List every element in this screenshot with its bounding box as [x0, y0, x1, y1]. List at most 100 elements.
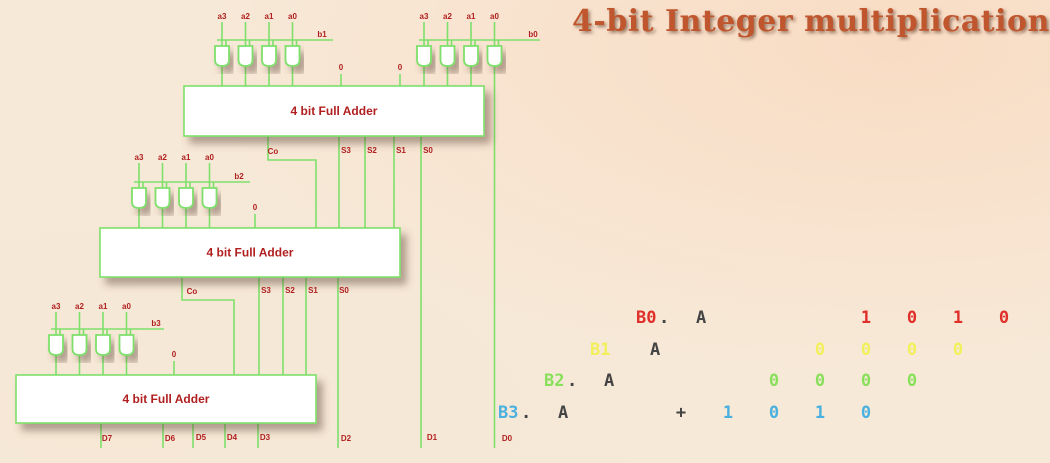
and-gate-b1-3 — [284, 45, 301, 67]
input-label-a3-b2: a3 — [135, 153, 144, 162]
adder-2-label: 4 bit Full Adder — [207, 246, 294, 260]
bit-3: 0 — [998, 308, 1010, 328]
row-separator: . — [567, 371, 578, 391]
input-label-b0: b0 — [528, 30, 538, 39]
and-gate-b2-3 — [201, 187, 218, 209]
and-gate-b1-0 — [214, 45, 230, 67]
row-operand: A — [650, 340, 661, 360]
input-label-a1-b1: a1 — [265, 12, 274, 21]
bit-0: 1 — [860, 308, 872, 328]
and-gate-b3-1 — [71, 334, 88, 356]
row-operand: A — [696, 308, 707, 328]
adder-1-sum-label-S0: S0 — [423, 146, 433, 155]
and-gate-b0-2 — [463, 45, 479, 67]
adder-1-sum-label-S3: S3 — [341, 146, 351, 155]
adder-2-sum-label-S1: S1 — [308, 286, 318, 295]
adder-1 — [183, 85, 485, 137]
and-gate-b3-0 — [48, 334, 64, 356]
wires-layer — [51, 22, 540, 448]
and-gates-layer — [48, 45, 503, 356]
bit-0: 0 — [814, 340, 826, 360]
and-gate-b3-2 — [95, 334, 111, 356]
carry-wire — [267, 136, 317, 228]
page-title: 4-bit Integer multiplication — [572, 4, 1050, 39]
row-separator: . — [659, 308, 670, 328]
input-label-a1-b2: a1 — [182, 153, 191, 162]
input-label-a0-b3: a0 — [122, 302, 131, 311]
adder-2-sum-label-S2: S2 — [285, 286, 295, 295]
row-prefix: B1 — [590, 340, 611, 360]
input-label-a1-b0: a1 — [467, 12, 476, 21]
input-label-b3: b3 — [151, 319, 161, 328]
carry-wire — [181, 277, 235, 375]
adder-2-carry-label: Co — [187, 287, 198, 296]
bit-0: 0 — [768, 371, 780, 391]
plus-sign: + — [675, 403, 687, 423]
row-separator: . — [521, 403, 532, 423]
adder-1-sum-label-S2: S2 — [367, 146, 377, 155]
row-operand: A — [604, 371, 615, 391]
input-label-a1-b3: a1 — [99, 302, 108, 311]
bit-3: 0 — [906, 371, 918, 391]
row-operand: A — [558, 403, 569, 423]
input-label-a2-b3: a2 — [75, 302, 84, 311]
row-prefix: B0 — [636, 308, 657, 328]
adder-2-sum-label-S3: S3 — [261, 286, 271, 295]
bit-1: 0 — [768, 403, 780, 423]
input-label-a3-b1: a3 — [218, 12, 227, 21]
and-gate-b2-0 — [131, 187, 147, 209]
input-label-a2-b2: a2 — [158, 153, 167, 162]
zero-input-3: 0 — [253, 203, 258, 212]
and-gate-b1-1 — [237, 45, 254, 67]
output-label-D5: D5 — [196, 433, 207, 442]
output-label-D2: D2 — [341, 434, 352, 443]
output-label-D6: D6 — [165, 434, 176, 443]
input-label-b2: b2 — [234, 172, 244, 181]
adder-1-sum-label-S1: S1 — [396, 146, 406, 155]
input-label-a0-b2: a0 — [205, 153, 214, 162]
adder-3 — [15, 374, 317, 424]
zero-input-4: 0 — [172, 350, 177, 359]
and-gate-b1-2 — [261, 45, 277, 67]
row-prefix: B3 — [498, 403, 519, 423]
output-label-D4: D4 — [227, 433, 238, 442]
bit-1: 0 — [906, 308, 918, 328]
and-gate-b0-3 — [486, 45, 503, 67]
and-gate-b2-2 — [178, 187, 194, 209]
input-label-b1: b1 — [317, 30, 327, 39]
bit-3: 0 — [952, 340, 964, 360]
output-label-D3: D3 — [260, 433, 271, 442]
and-gate-b0-0 — [416, 45, 432, 67]
adder-1-label: 4 bit Full Adder — [291, 104, 378, 118]
zero-input-2: 0 — [398, 63, 403, 72]
bit-1: 0 — [814, 371, 826, 391]
bit-2: 0 — [860, 371, 872, 391]
bit-2: 1 — [952, 308, 964, 328]
row-prefix: B2 — [544, 371, 565, 391]
zero-input-1: 0 — [339, 63, 344, 72]
adder-1-carry-label: Co — [268, 147, 279, 156]
input-label-a0-b0: a0 — [490, 12, 499, 21]
output-label-D0: D0 — [502, 434, 513, 443]
and-gate-b3-3 — [118, 334, 135, 356]
input-label-a0-b1: a0 — [288, 12, 297, 21]
input-label-a2-b0: a2 — [443, 12, 452, 21]
adders-layer — [15, 85, 485, 424]
bit-1: 0 — [860, 340, 872, 360]
bit-2: 1 — [814, 403, 826, 423]
bit-0: 1 — [722, 403, 734, 423]
and-gate-b2-1 — [154, 187, 171, 209]
bit-3: 0 — [860, 403, 872, 423]
adder-2-sum-label-S0: S0 — [339, 286, 349, 295]
input-label-a3-b3: a3 — [52, 302, 61, 311]
adder-2 — [99, 227, 401, 278]
output-label-D7: D7 — [102, 434, 113, 443]
and-gate-b0-1 — [439, 45, 456, 67]
bit-2: 0 — [906, 340, 918, 360]
output-label-D1: D1 — [427, 433, 438, 442]
input-label-a3-b0: a3 — [420, 12, 429, 21]
input-label-a2-b1: a2 — [241, 12, 250, 21]
adder-3-label: 4 bit Full Adder — [123, 392, 210, 406]
